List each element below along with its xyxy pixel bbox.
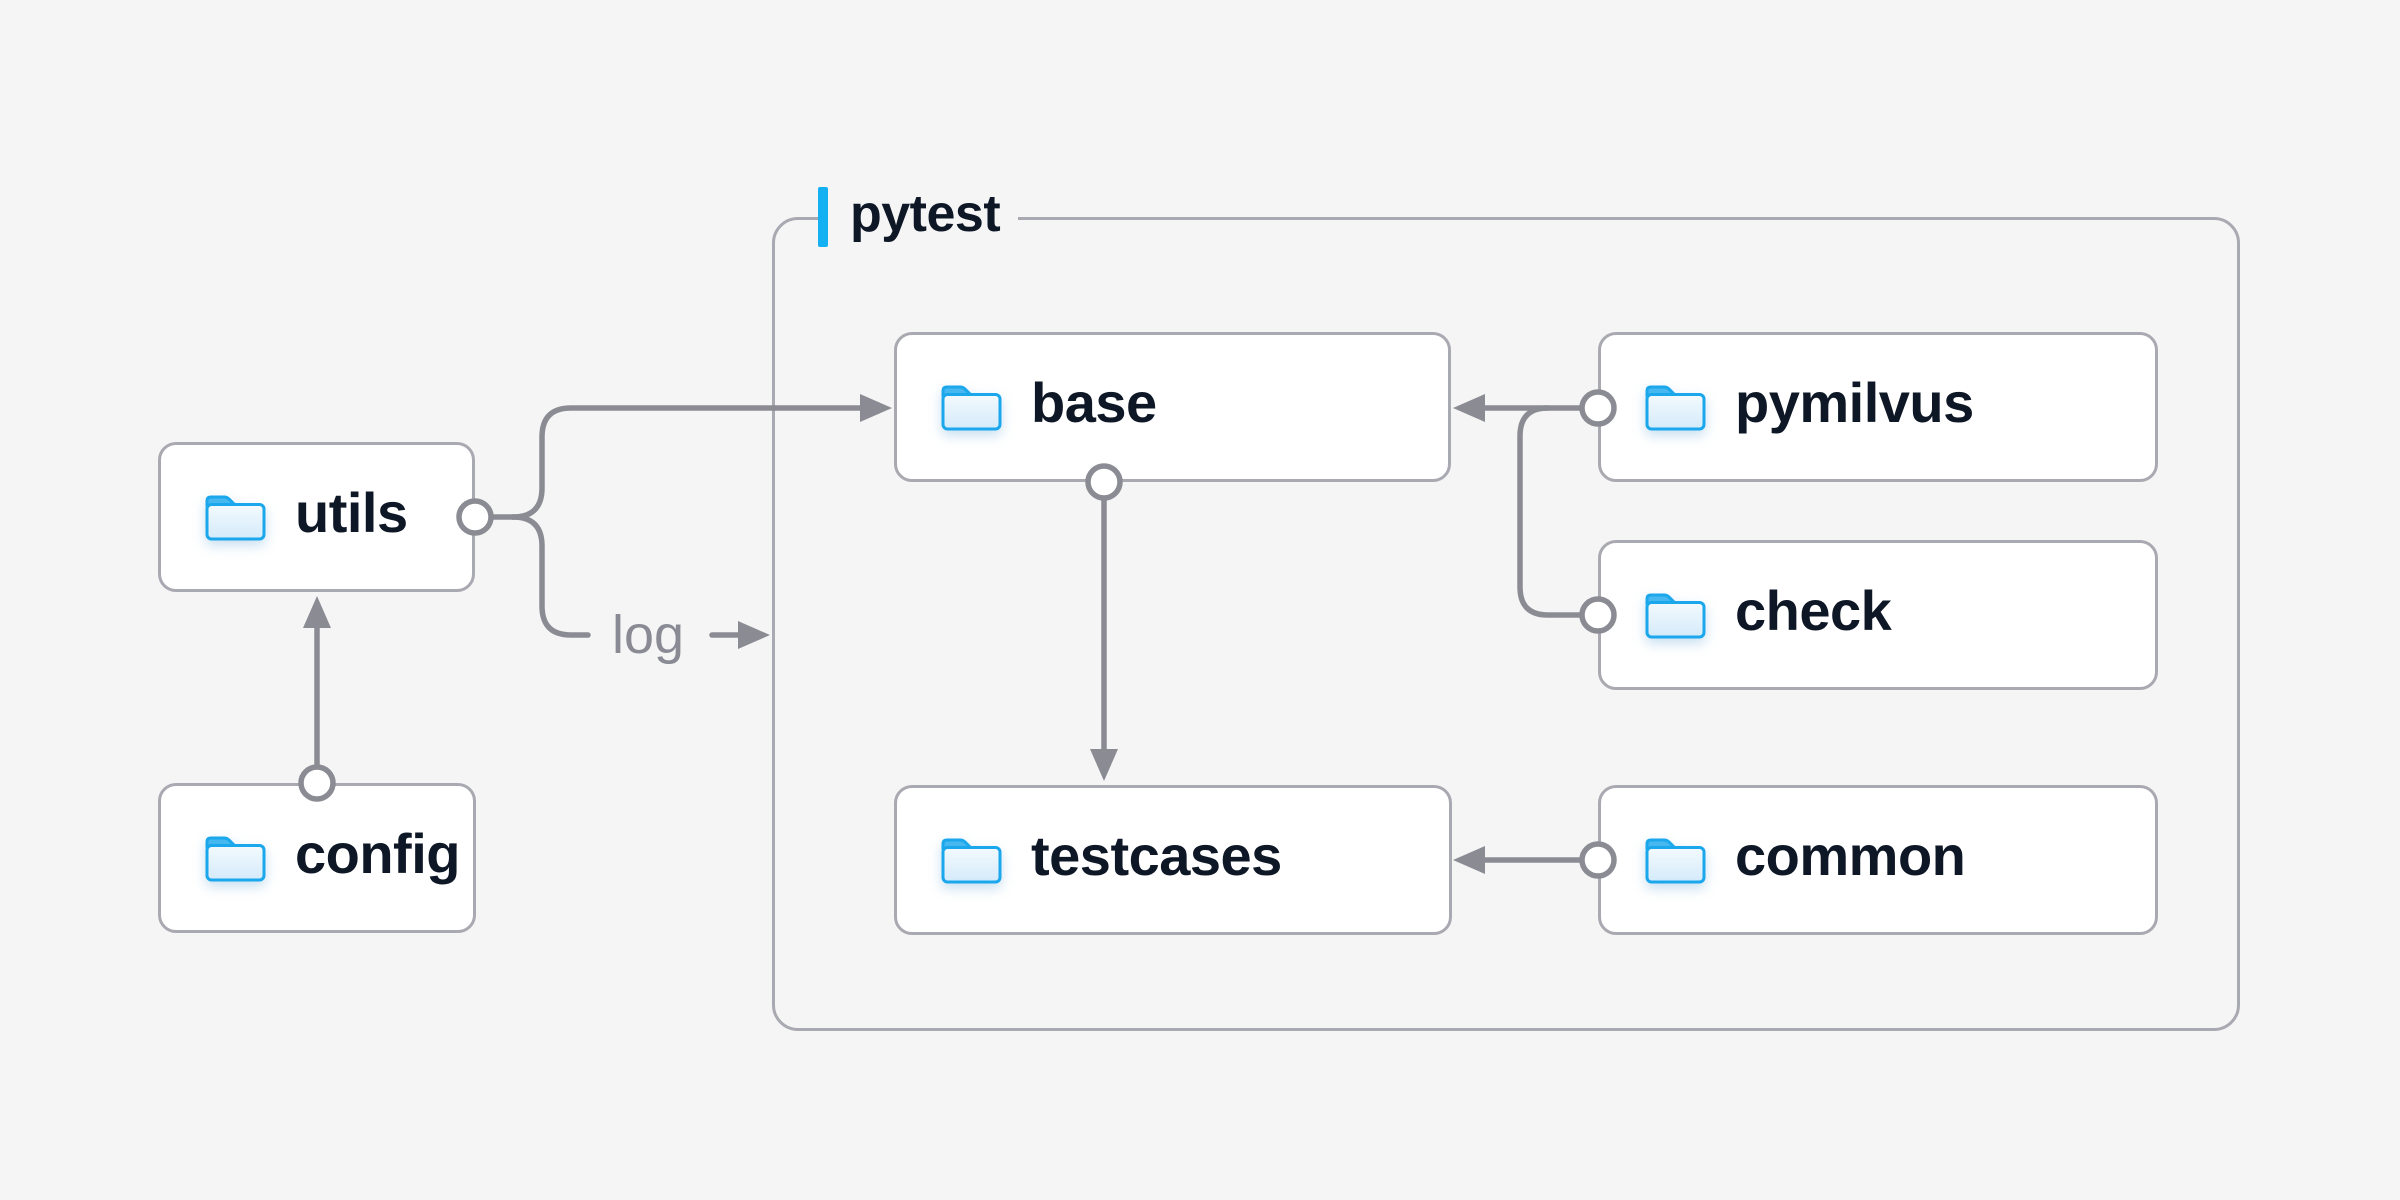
folder-icon	[1643, 382, 1707, 432]
edge-config-utils	[298, 596, 336, 802]
node-testcases: testcases	[894, 785, 1452, 935]
pytest-container-label: pytest	[818, 185, 1019, 249]
folder-icon	[1643, 590, 1707, 640]
node-pymilvus: pymilvus	[1598, 332, 2158, 482]
node-label-utils: utils	[295, 481, 408, 544]
folder-icon	[203, 833, 267, 883]
node-label-check: check	[1735, 579, 1892, 642]
node-config: config	[158, 783, 476, 933]
node-label-config: config	[295, 822, 460, 885]
folder-icon	[203, 492, 267, 542]
node-utils: utils	[158, 442, 475, 592]
folder-icon	[1643, 835, 1707, 885]
edge-label-log: log	[611, 605, 685, 665]
accent-bar-icon	[818, 187, 828, 247]
node-label-testcases: testcases	[1031, 824, 1282, 887]
node-check: check	[1598, 540, 2158, 690]
node-label-pymilvus: pymilvus	[1735, 371, 1974, 434]
folder-icon	[939, 835, 1003, 885]
node-common: common	[1598, 785, 2158, 935]
node-label-base: base	[1031, 371, 1157, 434]
folder-icon	[939, 382, 1003, 432]
pytest-label-text: pytest	[850, 185, 1001, 243]
node-base: base	[894, 332, 1451, 482]
pytest-container	[772, 217, 2240, 1031]
node-label-common: common	[1735, 824, 1966, 887]
